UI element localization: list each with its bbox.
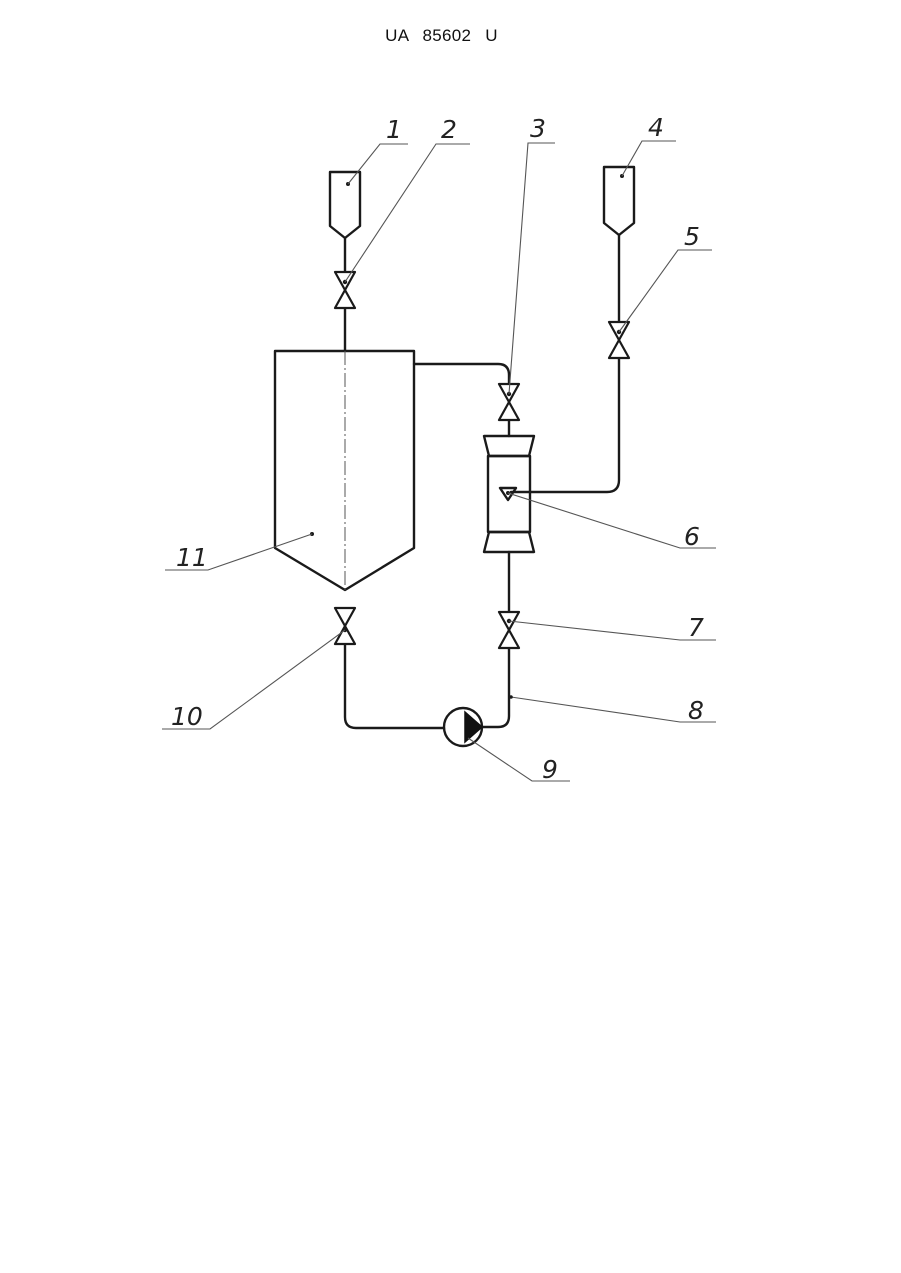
label-1: 1 (386, 115, 402, 144)
label-6: 6 (684, 522, 700, 551)
valve-2 (335, 272, 355, 308)
label-7: 7 (688, 613, 704, 642)
hopper-4 (604, 167, 634, 235)
valve-5 (609, 322, 629, 358)
label-9: 9 (542, 755, 558, 784)
ejector-6 (484, 436, 534, 552)
label-3: 3 (530, 114, 546, 143)
label-10: 10 (171, 702, 203, 731)
tank-11 (275, 351, 414, 590)
valve-7 (499, 612, 519, 648)
label-4: 4 (648, 113, 664, 142)
leader-lines (162, 141, 716, 781)
hopper-1 (330, 172, 360, 238)
valve-10 (335, 608, 355, 644)
label-11: 11 (176, 543, 208, 572)
pipelines (345, 235, 619, 728)
pump-9 (444, 708, 482, 746)
label-8: 8 (688, 696, 704, 725)
label-5: 5 (684, 222, 700, 251)
label-2: 2 (441, 115, 457, 144)
